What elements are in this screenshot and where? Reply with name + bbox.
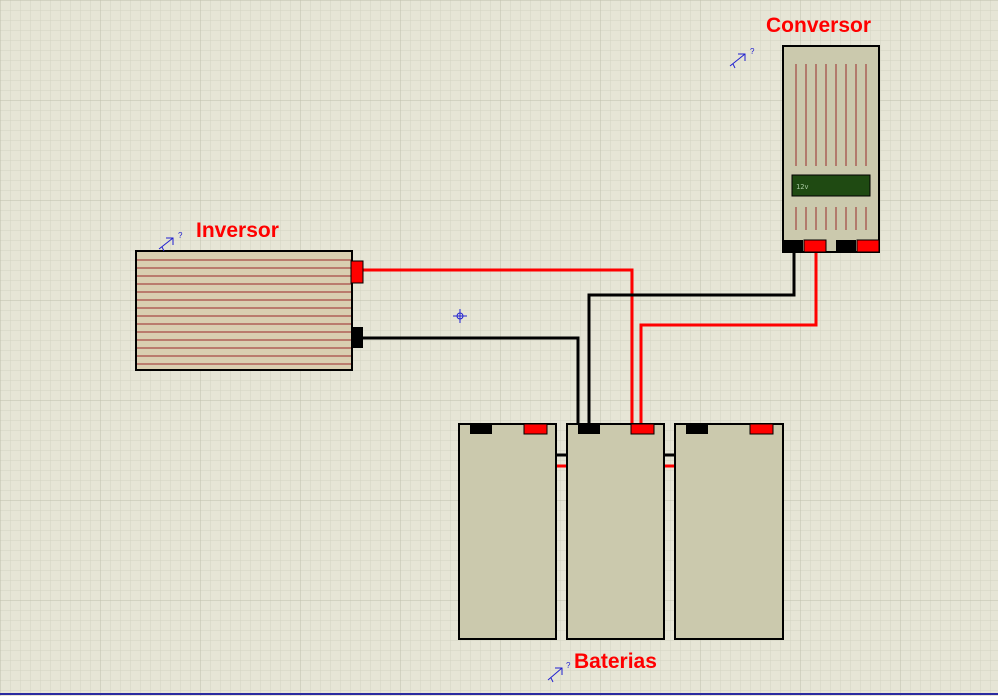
battery-3[interactable] <box>674 423 784 640</box>
wire-inverter-negative[interactable] <box>362 336 580 428</box>
svg-text:?: ? <box>566 661 571 670</box>
inverter-probe-icon[interactable]: ? <box>158 231 183 252</box>
converter-output-negative-terminal[interactable] <box>836 240 856 252</box>
converter-upper-stripes <box>795 64 867 166</box>
converter-body[interactable] <box>782 45 880 253</box>
converter-probe-icon[interactable]: ? <box>729 47 755 69</box>
battery-3-body[interactable] <box>674 423 784 640</box>
wire-converter-negative[interactable] <box>587 252 796 428</box>
battery-2[interactable] <box>566 423 665 640</box>
inverter-component[interactable]: Inversor ? <box>135 219 364 371</box>
converter-battery-positive-terminal[interactable] <box>803 239 827 253</box>
wire-inverter-positive[interactable] <box>362 268 634 430</box>
battery-2-negative-terminal[interactable] <box>578 424 600 434</box>
converter-label: Conversor <box>766 14 871 37</box>
inverter-label: Inversor <box>196 219 279 242</box>
cursor-crosshair-icon <box>453 309 467 323</box>
battery-3-negative-terminal[interactable] <box>686 424 708 434</box>
batteries-group[interactable]: Baterias ? <box>458 423 784 683</box>
inverter-body[interactable] <box>135 250 353 371</box>
wire-converter-positive[interactable] <box>639 252 818 430</box>
battery-1-body[interactable] <box>458 423 557 640</box>
battery-2-body[interactable] <box>566 423 665 640</box>
batteries-label: Baterias <box>574 650 657 673</box>
battery-3-positive-terminal[interactable] <box>749 423 774 435</box>
converter-lower-stripes <box>795 207 867 230</box>
batteries-probe-icon[interactable]: ? <box>547 661 571 683</box>
battery-1-negative-terminal[interactable] <box>470 424 492 434</box>
inverter-positive-terminal[interactable] <box>350 260 364 284</box>
battery-1-positive-terminal[interactable] <box>523 423 548 435</box>
converter-component[interactable]: 12v Conversor ? <box>729 14 880 253</box>
converter-lcd-display <box>791 174 871 197</box>
converter-output-positive-terminal[interactable] <box>856 239 880 253</box>
converter-battery-negative-terminal[interactable] <box>783 240 803 252</box>
battery-2-positive-terminal[interactable] <box>630 423 655 435</box>
inverter-negative-terminal[interactable] <box>351 327 363 348</box>
svg-text:?: ? <box>750 47 755 56</box>
converter-lcd-text: 12v <box>796 183 809 191</box>
inverter-stripes <box>137 259 351 365</box>
battery-1[interactable] <box>458 423 557 640</box>
svg-text:?: ? <box>178 231 183 240</box>
